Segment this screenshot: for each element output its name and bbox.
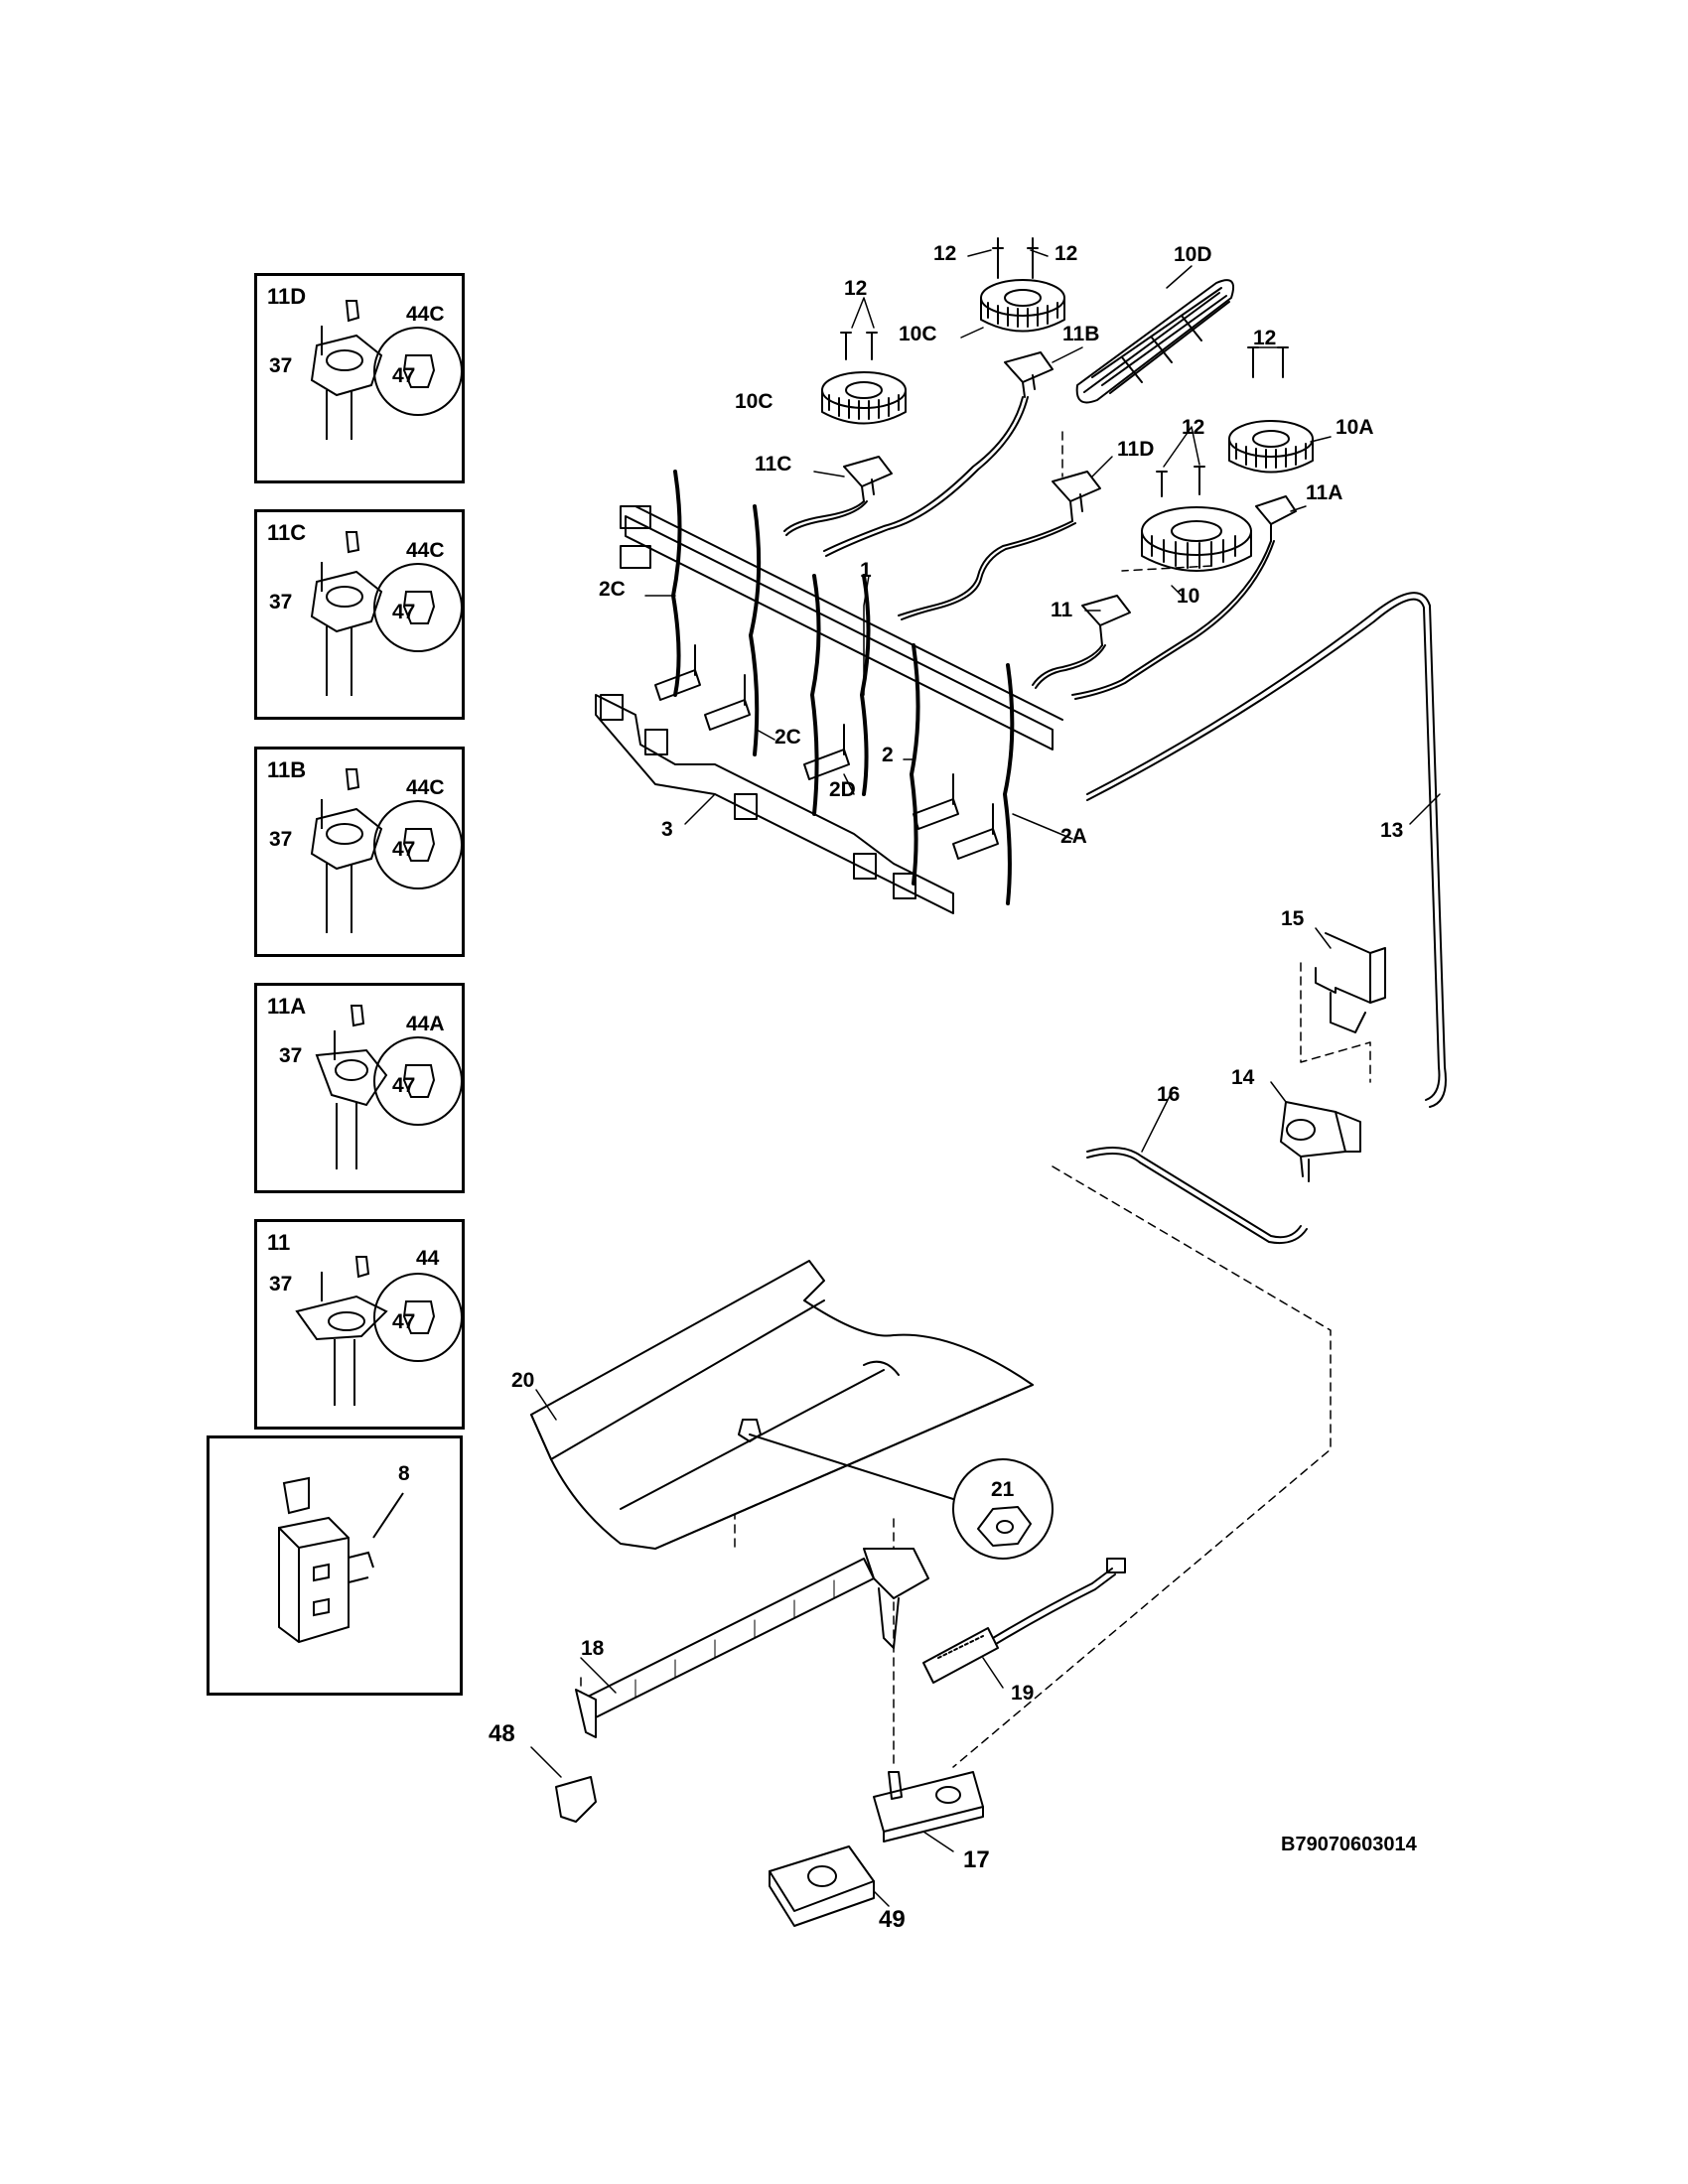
inset-title: 11C bbox=[267, 520, 307, 545]
callout-2c: 2C bbox=[774, 726, 801, 749]
burner-head-10a bbox=[1228, 420, 1314, 474]
inset-title: 11 bbox=[267, 1230, 291, 1255]
callout-10d: 10D bbox=[1174, 243, 1212, 266]
inset-11: 11 44 37 47 bbox=[254, 1219, 465, 1430]
callout-10c: 10C bbox=[735, 390, 774, 413]
orifice-label: 47 bbox=[392, 364, 416, 387]
inset-11a: 11A 44A 37 47 bbox=[254, 983, 465, 1193]
inset-11c: 11C 44C 37 47 bbox=[254, 509, 465, 720]
screws-12 bbox=[840, 237, 1289, 497]
callout-11b: 11B bbox=[1062, 323, 1100, 345]
screw-label: 37 bbox=[269, 828, 293, 851]
callout-12: 12 bbox=[1182, 416, 1205, 439]
callout-19: 19 bbox=[1011, 1682, 1035, 1705]
callout-2: 2 bbox=[882, 744, 894, 766]
regulator-14 bbox=[1280, 1101, 1361, 1182]
cap-label: 44C bbox=[406, 776, 445, 799]
burner-head-10 bbox=[1141, 506, 1252, 572]
manifold-pipe-1 bbox=[620, 505, 1063, 751]
valve-knobs bbox=[654, 644, 999, 860]
oval-burner-10d bbox=[1075, 279, 1235, 404]
callout-11a: 11A bbox=[1306, 481, 1343, 504]
inset-title: 11A bbox=[267, 994, 307, 1019]
callout-16: 16 bbox=[1157, 1083, 1181, 1106]
callout-11: 11 bbox=[1051, 599, 1073, 621]
callout-11c: 11C bbox=[755, 453, 792, 476]
callout-14: 14 bbox=[1231, 1066, 1255, 1089]
orifice-label: 47 bbox=[392, 838, 416, 861]
callout-20: 20 bbox=[511, 1369, 535, 1392]
callout-12: 12 bbox=[844, 277, 868, 300]
callout-10: 10 bbox=[1177, 585, 1200, 608]
inset-11b: 11B 44C 37 47 bbox=[254, 747, 465, 957]
burner-bases bbox=[843, 351, 1297, 646]
orifice-label: 47 bbox=[392, 1310, 416, 1333]
inset-title: 11D bbox=[267, 284, 307, 309]
dashed-guides bbox=[580, 431, 1371, 1768]
cap-label: 44 bbox=[416, 1247, 440, 1270]
callout-10c: 10C bbox=[899, 323, 937, 345]
callout-11d: 11D bbox=[1117, 438, 1155, 461]
callout-12: 12 bbox=[1055, 242, 1078, 265]
callout-49: 49 bbox=[879, 1906, 906, 1933]
burner-head-10c-top bbox=[980, 279, 1065, 333]
callout-2c: 2C bbox=[599, 578, 626, 601]
callout-18: 18 bbox=[581, 1637, 605, 1660]
bracket-15 bbox=[1315, 932, 1386, 1033]
cap-label: 44A bbox=[406, 1013, 445, 1035]
heat-shield-20 bbox=[530, 1260, 1034, 1550]
inset-title: 11B bbox=[267, 757, 307, 782]
cover-49 bbox=[769, 1845, 875, 1927]
bracket-3 bbox=[595, 694, 954, 914]
cap-label: 44C bbox=[406, 539, 445, 562]
part-label: 8 bbox=[398, 1462, 410, 1485]
nut-21-callout bbox=[738, 1419, 1054, 1560]
callout-15: 15 bbox=[1281, 907, 1305, 930]
clip-48 bbox=[555, 1776, 597, 1823]
callout-13: 13 bbox=[1380, 819, 1404, 842]
callout-21: 21 bbox=[991, 1478, 1015, 1501]
orifice-label: 47 bbox=[392, 601, 416, 623]
screw-label: 37 bbox=[269, 591, 293, 614]
inset-spark-module: 8 bbox=[207, 1435, 463, 1696]
callout-12: 12 bbox=[1253, 327, 1277, 349]
diagram-code: B79070603014 bbox=[1281, 1834, 1417, 1855]
screw-label: 37 bbox=[279, 1044, 303, 1067]
callout-3: 3 bbox=[661, 818, 673, 841]
burner-head-10c bbox=[821, 371, 907, 425]
gas-tubes bbox=[783, 396, 1447, 1245]
screw-label: 37 bbox=[269, 1273, 293, 1296]
callout-1: 1 bbox=[860, 559, 872, 582]
callout-2a: 2A bbox=[1060, 825, 1087, 848]
inset-11d: 11D 44C 37 47 bbox=[254, 273, 465, 483]
screw-label: 37 bbox=[269, 354, 293, 377]
cap-label: 44C bbox=[406, 303, 445, 326]
oven-burner-18 bbox=[575, 1548, 929, 1738]
callout-leaders bbox=[530, 249, 1441, 1907]
orifice-label: 47 bbox=[392, 1074, 416, 1097]
callout-48: 48 bbox=[489, 1720, 515, 1747]
callout-2d: 2D bbox=[829, 778, 856, 801]
igniter-19 bbox=[922, 1558, 1126, 1684]
callout-12: 12 bbox=[933, 242, 957, 265]
safety-valve-17 bbox=[873, 1771, 984, 1843]
callout-17: 17 bbox=[963, 1846, 990, 1873]
callout-10a: 10A bbox=[1336, 416, 1374, 439]
